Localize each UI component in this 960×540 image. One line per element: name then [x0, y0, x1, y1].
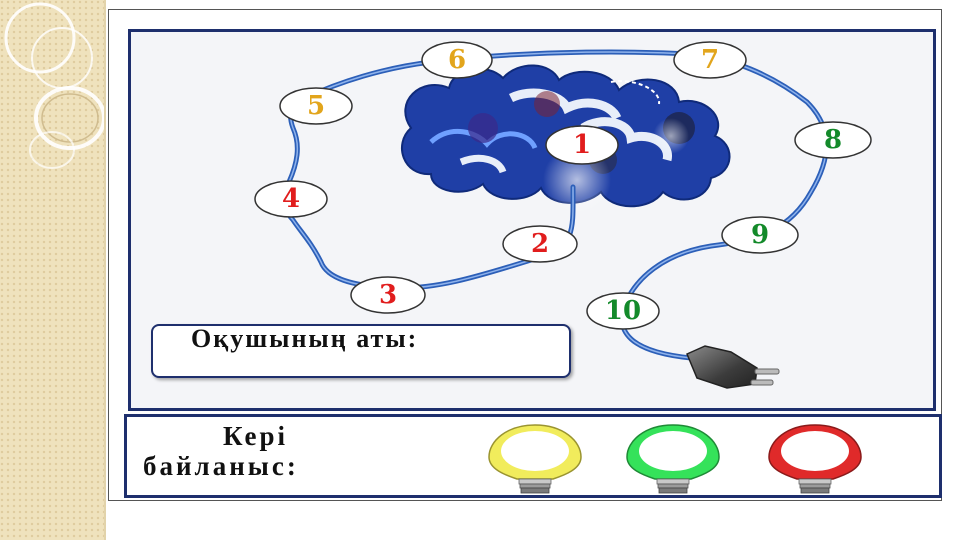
node-2-label: 2: [530, 229, 550, 259]
plug-icon: [686, 345, 780, 389]
node-5-label: 5: [306, 91, 326, 121]
node-6-label: 6: [447, 45, 467, 75]
node-8-label: 8: [823, 125, 843, 155]
feedback-panel: Кері байланыс:: [124, 414, 942, 498]
feedback-title-line2: байланыс:: [143, 451, 299, 481]
red-bulb-icon[interactable]: [763, 421, 867, 497]
yellow-bulb-icon[interactable]: [483, 421, 587, 497]
node-4-label: 4: [281, 184, 301, 214]
feedback-title: Кері байланыс:: [143, 421, 393, 481]
brain-cable-diagram: 1 2 3 4 5 6 7 8 9 10 Оқушының аты:: [128, 29, 936, 411]
student-name-field[interactable]: Оқушының аты:: [151, 324, 571, 378]
node-ovals: [254, 41, 872, 330]
node-9-label: 9: [750, 220, 770, 250]
decorative-rings: [4, 2, 104, 169]
node-7-label: 7: [700, 45, 720, 75]
green-bulb-icon[interactable]: [621, 421, 725, 497]
feedback-title-line1: Кері: [223, 421, 289, 451]
decorative-side-strip: [0, 0, 106, 540]
node-1-label: 1: [572, 130, 592, 160]
student-name-label: Оқушының аты:: [191, 324, 419, 353]
node-10-label: 10: [604, 296, 642, 326]
diagram-graphics: [254, 41, 872, 389]
node-3-label: 3: [378, 280, 398, 310]
